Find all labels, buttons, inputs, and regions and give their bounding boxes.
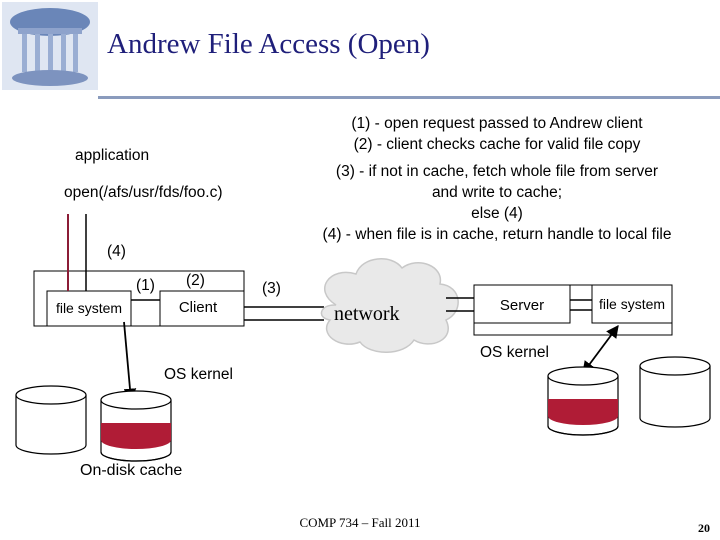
os-kernel-label-left: OS kernel: [164, 366, 233, 383]
network-cloud: [320, 258, 459, 353]
application-label: application: [75, 147, 150, 164]
step-4-text: (4) - when file is in cache, return hand…: [322, 226, 672, 243]
file-system-box-left: [46, 290, 132, 327]
step-3-else: else (4): [471, 205, 523, 222]
file-system-box-right: [591, 284, 673, 324]
client-label: Client: [178, 299, 218, 316]
footer-text: COMP 734 – Fall 2011: [299, 515, 421, 530]
step-3-text: (3) - if not in cache, fetch whole file …: [335, 163, 659, 180]
header-rule: [98, 96, 720, 99]
on-disk-cache-label: On-disk cache: [80, 462, 183, 479]
step-2-text: (2) - client checks cache for valid file…: [353, 136, 641, 153]
step-3-text-cont: and write to cache;: [431, 184, 563, 201]
steps-legend: (1) - open request passed to Andrew clie…: [272, 113, 720, 245]
filesystem-to-cache-arrow: [123, 321, 137, 402]
cache-disk-icon: [100, 390, 172, 462]
step3-label: (3): [262, 280, 281, 297]
network-label: network: [334, 303, 400, 325]
os-kernel-label-right: OS kernel: [480, 344, 549, 361]
open-call-label: open(/afs/usr/fds/foo.c): [64, 184, 223, 201]
step-1-text: (1) - open request passed to Andrew clie…: [351, 115, 643, 132]
step1-label: (1): [136, 277, 155, 294]
slide-title: Andrew File Access (Open): [107, 28, 430, 60]
file-system-label-right: file system: [598, 296, 666, 312]
step4-label: (4): [107, 243, 126, 260]
server-cache-disk-icon: [547, 366, 619, 436]
step2-label: (2): [186, 272, 205, 289]
server-box: [473, 284, 571, 324]
page-number: 20: [698, 521, 710, 535]
local-disk-icon: [15, 385, 87, 455]
server-label: Server: [499, 297, 545, 314]
client-box: [159, 290, 245, 327]
filesystem-to-server-disk-arrow: [582, 324, 619, 375]
unc-old-well-logo: [2, 2, 98, 90]
file-system-label-left: file system: [55, 300, 123, 316]
server-disk-icon: [639, 356, 711, 428]
